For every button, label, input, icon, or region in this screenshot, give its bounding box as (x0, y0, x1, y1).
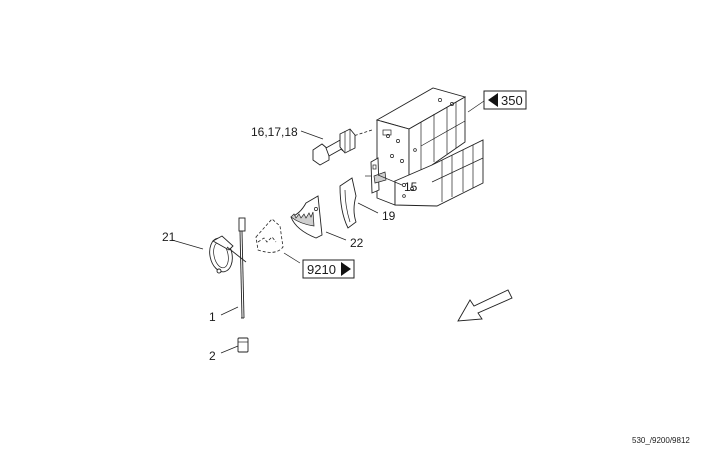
latch-plate-part-22 (290, 195, 323, 239)
bolt-washer-nut-set (312, 128, 373, 166)
spring-clip-pin-part-21 (209, 235, 247, 274)
callout-2: 2 (209, 349, 216, 363)
arrow-right-icon (341, 262, 351, 276)
arrow-left-icon (488, 93, 498, 107)
reference-box-9210[interactable]: 9210 (302, 259, 355, 279)
callout-16-17-18: 16,17,18 (251, 125, 298, 139)
leader-lines (171, 100, 485, 354)
callout-22: 22 (350, 236, 364, 250)
bracket-frame-assembly (375, 87, 484, 207)
reference-9210-label: 9210 (307, 262, 336, 277)
locking-rod-part-1 (238, 217, 246, 319)
end-cap-part-2 (237, 337, 249, 353)
callout-19: 19 (382, 209, 396, 223)
callout-1: 1 (209, 310, 216, 324)
guide-plate-part-19 (339, 177, 357, 229)
reference-box-350[interactable]: 350 (483, 90, 527, 110)
small-clip-part-15 (365, 157, 387, 194)
callout-21: 21 (162, 230, 176, 244)
direction-arrow (457, 289, 513, 322)
phantom-bracket-outline (255, 218, 284, 253)
figure-code: 530_/9200/9812 (632, 436, 690, 445)
reference-350-label: 350 (501, 93, 523, 108)
callout-15: 15 (404, 180, 418, 194)
